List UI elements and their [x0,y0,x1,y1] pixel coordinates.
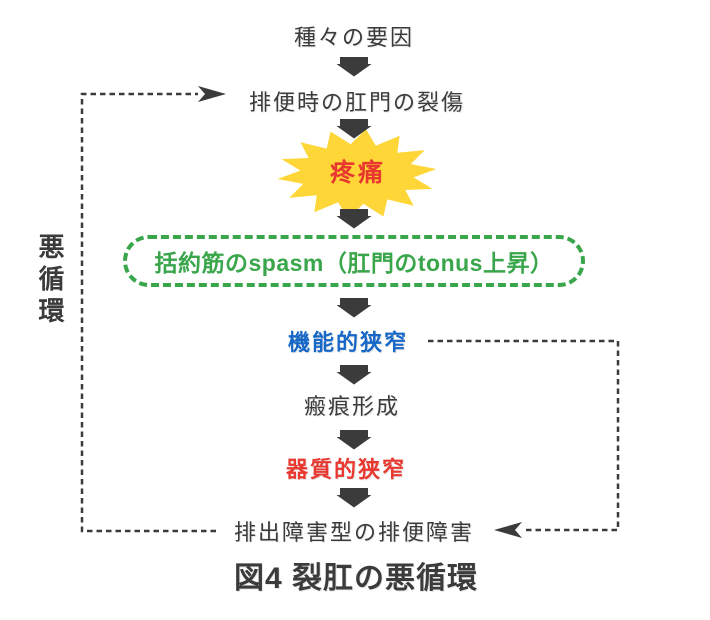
node-functional-stenosis: 機能的狭窄 [287,330,409,355]
node-factors: 種々の要因 [293,25,415,50]
node-spasm-label: 括約筋のspasm（肛門のtonus上昇） [154,250,554,276]
node-organic-stenosis: 器質的狭窄 [285,457,407,482]
node-fissure: 排便時の肛門の裂傷 [248,90,466,115]
flow-arrow-icon [336,365,372,385]
arrowhead-left-icon [494,522,522,538]
flow-arrow-icon [336,488,372,508]
shortcut-path-right [428,339,620,532]
flow-arrow-icon [336,209,372,229]
node-scar: 瘢痕形成 [303,394,401,419]
cycle-label: 悪循環 [35,233,65,329]
node-spasm-box: 括約筋のspasm（肛門のtonus上昇） [123,235,585,287]
node-pain: 疼痛 [329,159,387,187]
flow-arrow-icon [336,57,372,77]
arrowhead-right-icon [198,86,226,102]
flow-arrow-icon [336,430,372,450]
node-defecation-disorder: 排出障害型の排便障害 [233,520,475,545]
figure-caption: 図4 裂肛の悪循環 [233,562,479,595]
cycle-feedback-path-left [80,92,216,533]
flow-arrow-icon [336,298,372,318]
flow-arrow-icon [336,119,372,139]
